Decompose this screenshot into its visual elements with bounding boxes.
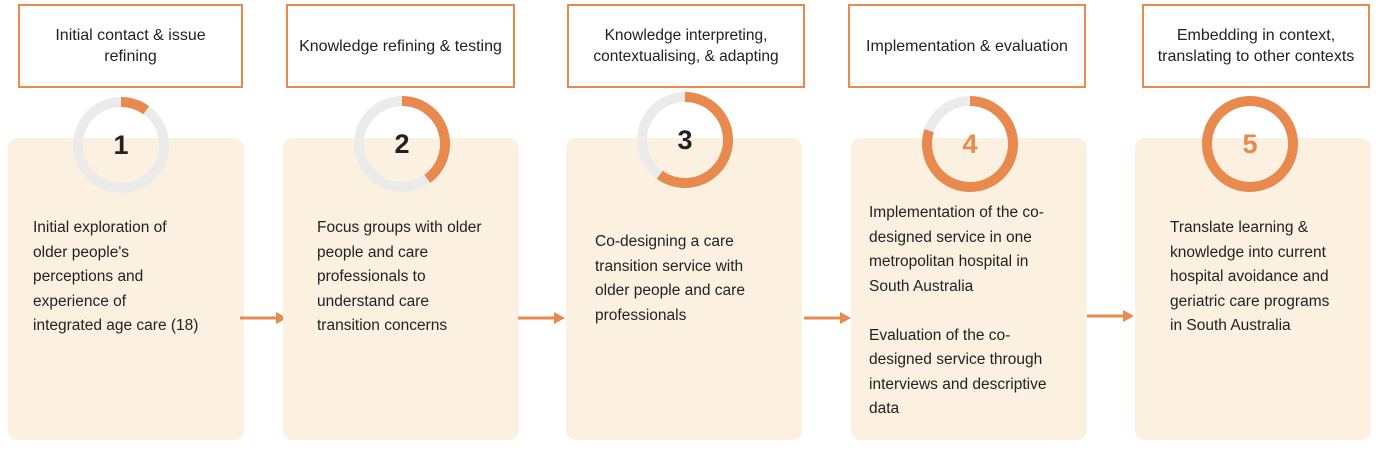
stage-5-progress-ring: 5 [1200, 94, 1300, 194]
stage-3-description: Co-designing a care transition service w… [595, 233, 745, 324]
stage-2-number: 2 [394, 128, 410, 159]
stage-5-number: 5 [1242, 128, 1258, 159]
stage-1-number: 1 [113, 129, 129, 160]
stage-4-progress-ring: 4 [920, 94, 1020, 194]
stage-2-ring-graphic [354, 96, 450, 192]
stage-3-ring-graphic [637, 92, 733, 188]
stage-1-header: Initial contact & issue refining [18, 4, 243, 88]
stage-5: Embedding in context, translating to oth… [1142, 4, 1370, 454]
arrow-3-to-4 [804, 311, 852, 325]
arrow-4-to-5 [1087, 309, 1135, 323]
stage-4-header: Implementation & evaluation [848, 4, 1086, 88]
stage-2-header: Knowledge refining & testing [286, 4, 515, 88]
stage-4-card: Implementation of the co- designed servi… [851, 138, 1087, 440]
stage-5-header: Embedding in context, translating to oth… [1142, 4, 1370, 88]
stage-1: Initial contact & issue refining [18, 4, 243, 454]
stage-4-ring-graphic [922, 96, 1018, 192]
stage-4-number: 4 [962, 128, 978, 159]
stage-4-description: Implementation of the co- designed servi… [869, 204, 1047, 417]
stage-2: Knowledge refining & testing [286, 4, 515, 454]
stage-2-description: Focus groups with older people and care … [317, 219, 482, 334]
stage-3-card: Co-designing a care transition service w… [566, 138, 802, 440]
stage-1-progress-ring: 1 [71, 95, 171, 195]
stage-5-description: Translate learning & knowledge into curr… [1170, 219, 1330, 334]
stage-3-number: 3 [677, 124, 693, 155]
stage-3: Knowledge interpreting, contextualising,… [567, 4, 805, 454]
stage-1-description: Initial exploration of older people's pe… [33, 219, 199, 334]
stage-5-ring-graphic [1202, 96, 1298, 192]
stage-3-progress-ring: 3 [635, 90, 735, 190]
stage-4: Implementation & evaluation [848, 4, 1086, 454]
stage-2-progress-ring: 2 [352, 94, 452, 194]
stage-3-header: Knowledge interpreting, contextualising,… [567, 4, 805, 88]
stage-1-ring-graphic [73, 97, 169, 193]
arrow-2-to-3 [518, 311, 566, 325]
arrow-1-to-2 [240, 311, 288, 325]
